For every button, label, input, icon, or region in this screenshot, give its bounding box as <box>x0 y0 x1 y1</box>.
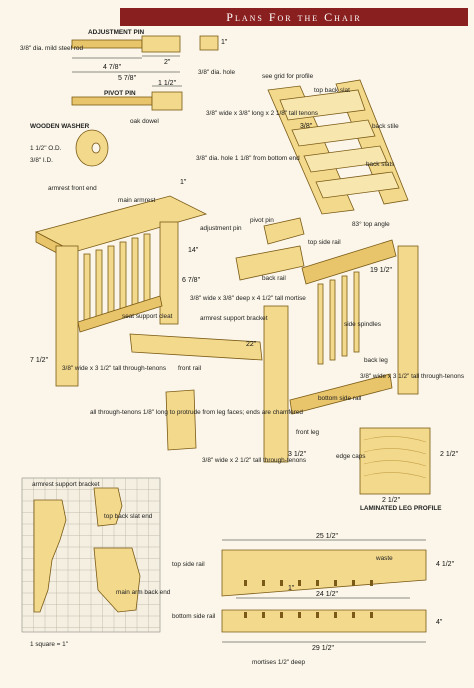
dim-3-1-2: 3 1/2" <box>288 451 307 458</box>
front-rail-label: front rail <box>178 365 201 372</box>
dim-5-7-8: 5 7/8" <box>118 75 137 82</box>
dim-4-7-8: 4 7/8" <box>103 64 122 71</box>
adjustment-pin-label: ADJUSTMENT PIN <box>88 29 144 36</box>
mortise-spec-label: 3/8" wide x 3/8" deep x 4 1/2" tall mort… <box>190 295 306 302</box>
grid-main-arm-label: main arm back end <box>116 589 171 596</box>
pivot-pin-drawing <box>71 85 183 111</box>
dim-4: 4" <box>436 619 443 626</box>
pin-rod-label: 3/8" dia. mild steel rod <box>20 45 83 52</box>
tenons-bottom-label: 3/8" wide x 2 1/2" tall through-tenons <box>202 457 306 464</box>
dim-22: 22" <box>246 341 257 348</box>
seat-rail-drawing <box>129 217 419 463</box>
grid-armrest-label: armrest support bracket <box>32 481 100 488</box>
dim-3-8: 3/8" <box>300 123 313 130</box>
seat-cleat-label: seat support cleat <box>122 313 173 320</box>
back-stile-label: back stile <box>372 123 399 130</box>
dim-19-1-2: 19 1/2" <box>370 267 392 274</box>
mortises-deep-label: mortises 1/2" deep <box>252 659 306 666</box>
front-leg-label: front leg <box>296 429 320 436</box>
dim-2: 2" <box>164 59 171 66</box>
pivot-pin-label: PIVOT PIN <box>104 90 136 97</box>
dim-6-7-8: 6 7/8" <box>182 277 201 284</box>
armrest-bracket-label: armrest support bracket <box>200 315 268 322</box>
washer-od: 1 1/2" O.D. <box>30 145 62 152</box>
bottom-side-rail-label: bottom side rail <box>318 395 361 402</box>
adjustment-pin2-label: adjustment pin <box>200 225 242 232</box>
waste-label: waste <box>375 555 393 562</box>
profile-grid <box>21 477 161 633</box>
adjustment-pin-drawing <box>71 35 219 73</box>
edge-caps-label: edge caps <box>336 453 366 460</box>
tenons-4-label: 3/8" wide x 3 1/2" tall through-tenons <box>360 373 464 380</box>
back-tenons-label: 3/8" wide x 3/8" long x 2 1/8" tall teno… <box>206 110 318 117</box>
top-side-rail2-label: top side rail <box>172 561 205 568</box>
hole-bottom-label: 3/8" dia. hole 1 1/8" from bottom end <box>196 155 300 162</box>
grid-top-back-label: top back slat end <box>104 513 153 520</box>
dim-7-1-2: 7 1/2" <box>30 357 49 364</box>
pivot-pin2-label: pivot pin <box>250 217 274 224</box>
armrest-front-end-label: armrest front end <box>48 185 97 192</box>
rails-drawing <box>221 539 427 643</box>
main-armrest-label: main armrest <box>118 197 156 204</box>
top-side-rail-label: top side rail <box>308 239 341 246</box>
dim-24-1-2: 24 1/2" <box>316 591 338 598</box>
side-spindles-label: side spindles <box>344 321 381 328</box>
laminated-leg-drawing <box>359 427 431 495</box>
bottom-side-rail2-label: bottom side rail <box>172 613 215 620</box>
dim-1b: 1" <box>180 179 187 186</box>
armrest-drawing <box>34 195 208 387</box>
wooden-washer-drawing <box>75 129 109 167</box>
washer-label: WOODEN WASHER <box>30 123 90 130</box>
top-back-slat-label: top back slat <box>314 87 350 94</box>
dim-1c: 1" <box>288 585 295 592</box>
laminated-leg-label: LAMINATED LEG PROFILE <box>360 505 442 512</box>
washer-id: 3/8" I.D. <box>30 157 53 164</box>
hole-dia-label: 3/8" dia. hole <box>198 69 236 76</box>
dim-2-1-2-a: 2 1/2" <box>440 451 459 458</box>
all-through-tenons-label: all through-tenons 1/8" long to protrude… <box>90 409 303 416</box>
dim-14: 14" <box>188 247 199 254</box>
see-grid-label: see grid for profile <box>262 73 314 80</box>
back-assembly-drawing <box>267 79 409 215</box>
page-title: Plans For the Chair <box>120 8 468 26</box>
back-leg-label: back leg <box>364 357 388 364</box>
dim-2-1-2-b: 2 1/2" <box>382 497 401 504</box>
dim-1-1-2: 1 1/2" <box>158 80 177 87</box>
tenons-3-label: 3/8" wide x 3 1/2" tall through-tenons <box>62 365 166 372</box>
back-rail-label: back rail <box>262 275 286 282</box>
top-angle-label: 83° top angle <box>352 220 390 228</box>
dim-1: 1" <box>221 39 228 46</box>
dim-29-1-2: 29 1/2" <box>312 645 334 652</box>
dim-4-1-2: 4 1/2" <box>436 561 455 568</box>
oak-dowel-label: oak dowel <box>130 118 159 125</box>
grid-scale-label: 1 square = 1" <box>30 641 68 648</box>
back-slats-label: back slats <box>366 161 394 168</box>
dim-25-1-2: 25 1/2" <box>316 533 338 540</box>
